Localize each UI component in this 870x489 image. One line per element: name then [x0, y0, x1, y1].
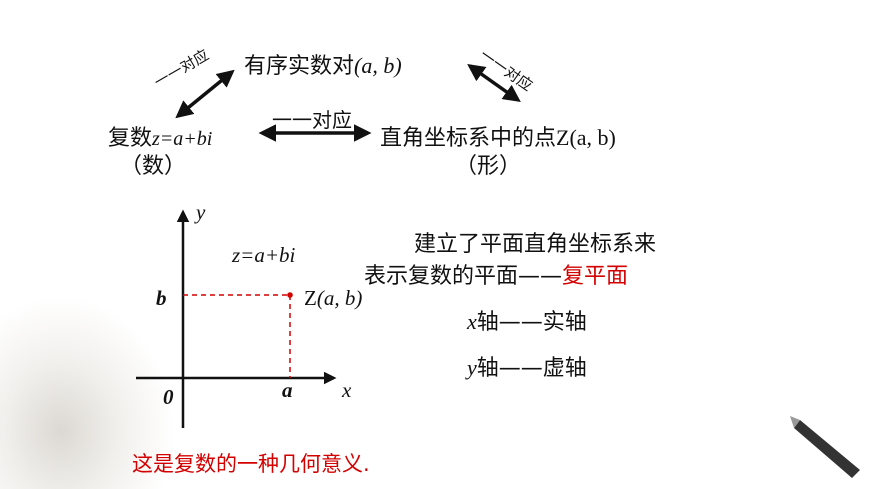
real-axis-var: x	[467, 309, 477, 334]
explanation-line-2: 表示复数的平面——复平面	[364, 258, 628, 290]
imaginary-axis-text: 轴——虚轴	[476, 356, 587, 381]
ordered-pair-title: 有序实数对(a, b)	[244, 48, 402, 80]
complex-note: （数）	[120, 154, 187, 179]
graph-formula: z=a+bi	[232, 243, 296, 267]
graph-point-name: Z	[304, 286, 317, 310]
left-double-arrow	[175, 69, 235, 119]
complex-plane-term: 复平面	[562, 264, 629, 289]
mapping-arrows	[175, 63, 521, 142]
b-tick-label: b	[156, 286, 167, 310]
a-tick-label: a	[282, 378, 293, 402]
point-note: （形）	[455, 154, 522, 179]
point-z-dot	[287, 292, 293, 298]
x-axis-label: x	[342, 378, 352, 402]
imaginary-axis-var: y	[467, 355, 477, 380]
graph-point-coords: (a, b)	[316, 286, 363, 310]
y-axis-label: y	[196, 200, 206, 224]
explanation-line-2-prefix: 表示复数的平面——	[364, 264, 563, 289]
point-word: 直角坐标系中的点	[380, 126, 557, 151]
decorative-brush-image	[790, 416, 860, 478]
complex-word: 复数	[108, 126, 153, 151]
explanation-line-1: 建立了平面直角坐标系来	[414, 232, 657, 257]
origin-label: 0	[163, 385, 174, 409]
right-double-arrow	[467, 63, 521, 103]
ordered-pair-label: 有序实数对	[244, 54, 355, 79]
point-coords: Z(a, b)	[556, 125, 616, 150]
real-axis-line: x轴——实轴	[467, 304, 587, 336]
complex-formula: z=a+bi	[152, 128, 213, 150]
decorative-flower-image	[0, 295, 175, 489]
point-label: 直角坐标系中的点Z(a, b)	[380, 120, 616, 152]
middle-mapping-label: 一一对应	[272, 108, 352, 132]
ordered-pair-coords: (a, b)	[354, 53, 402, 78]
complex-number-label: 复数z=a+bi	[108, 120, 212, 152]
real-axis-text: 轴——实轴	[476, 310, 587, 335]
imaginary-axis-line: y轴——虚轴	[467, 350, 587, 382]
footer-note: 这是复数的一种几何意义.	[132, 452, 370, 476]
graph-point-label: Z(a, b)	[304, 286, 362, 311]
